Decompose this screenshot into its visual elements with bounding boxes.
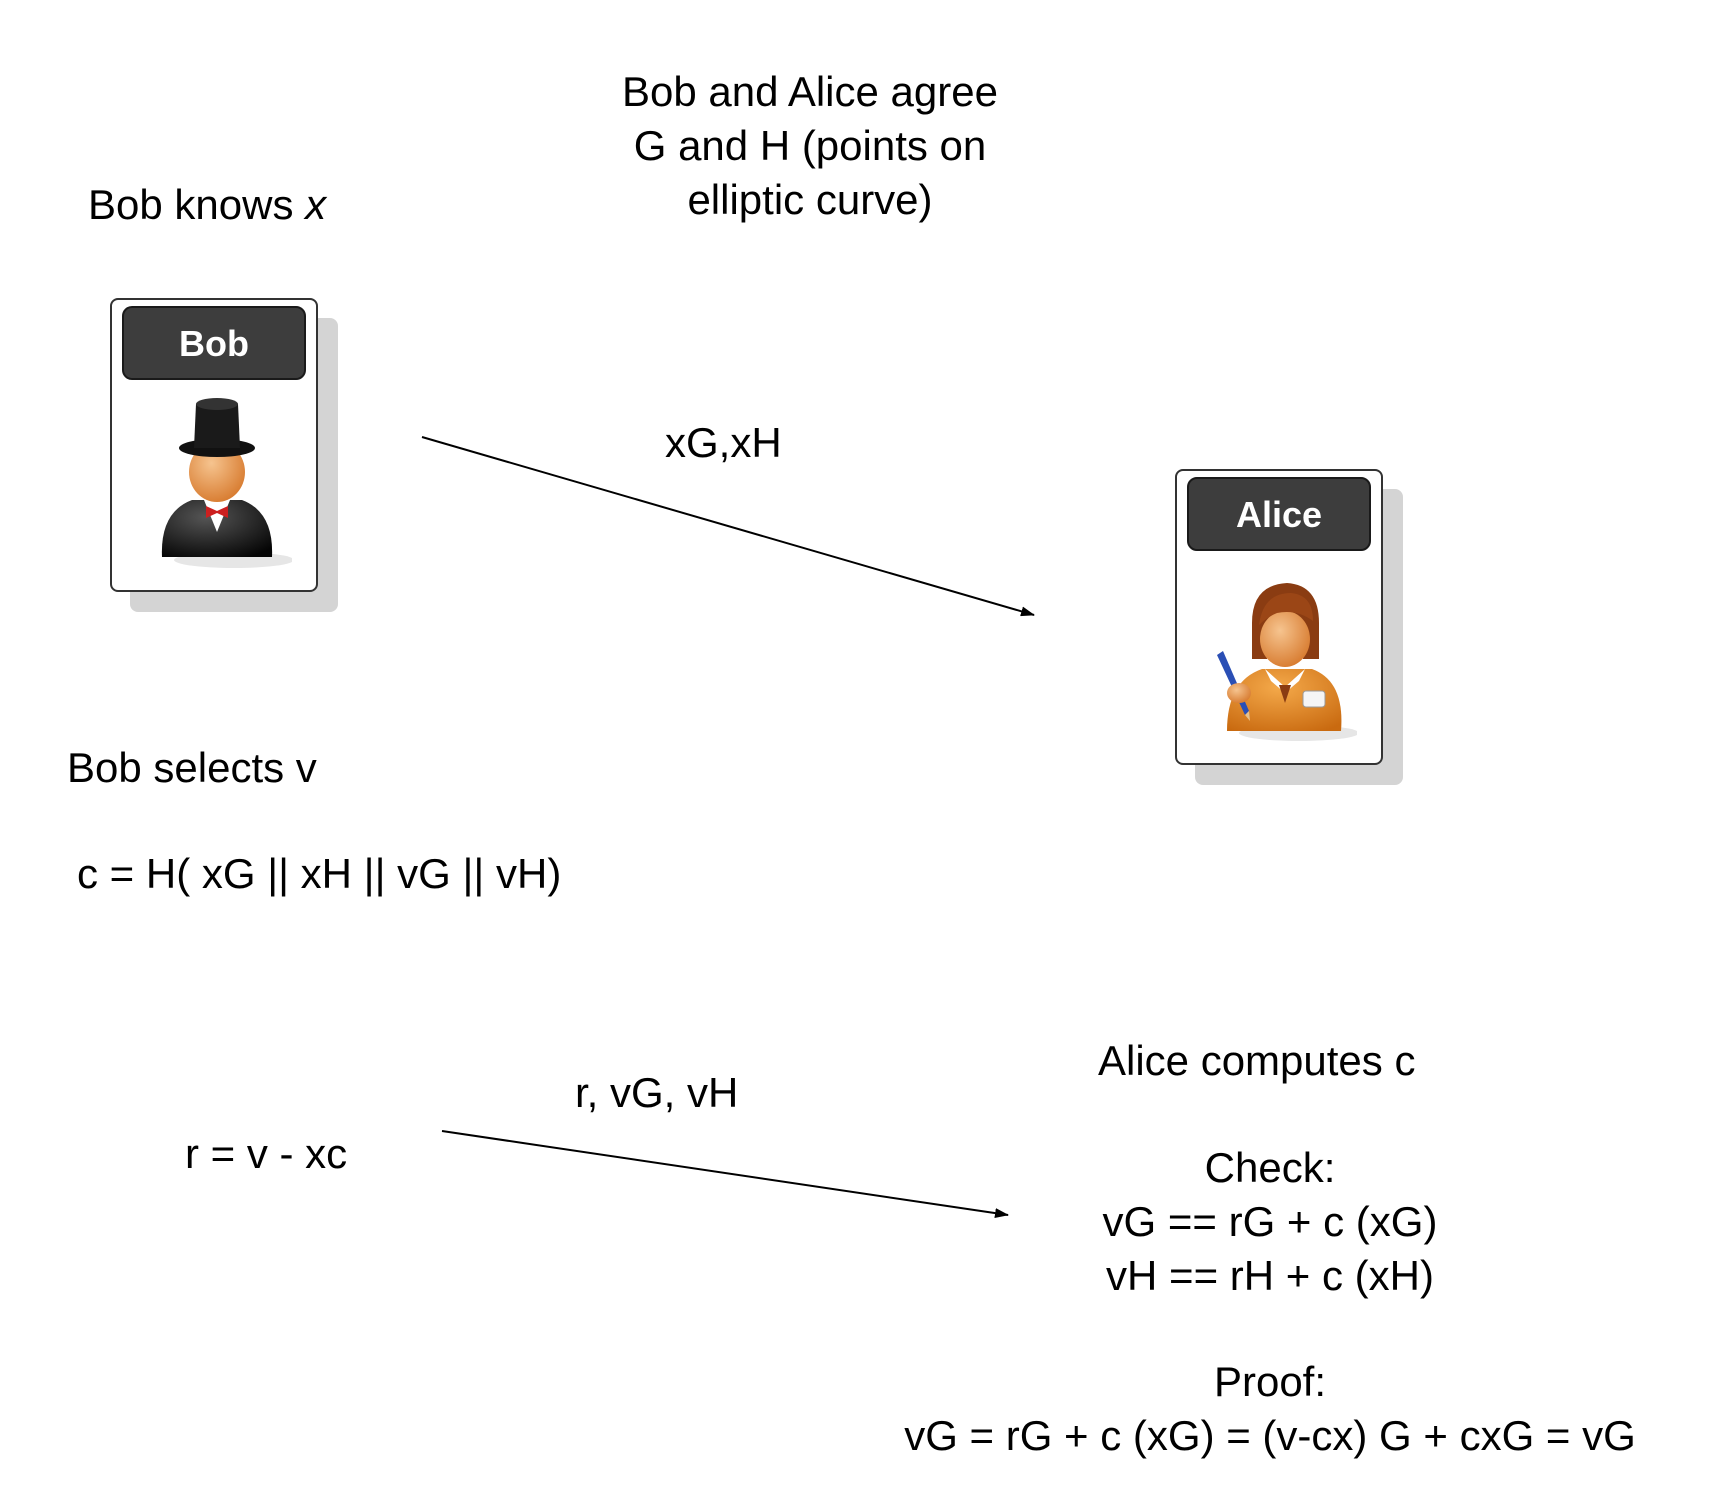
check-block: Check: vG == rG + c (xG) vH == rH + c (x… <box>1050 1141 1490 1303</box>
gentleman-top-hat-icon <box>161 398 292 568</box>
bob-selects-label: Bob selects v <box>67 744 317 791</box>
bob-card-header: Bob <box>122 306 306 380</box>
bob-knows-label: Bob knows x <box>88 178 326 232</box>
woman-with-pen-icon <box>1217 583 1357 741</box>
proof-heading: Proof: <box>1213 1358 1327 1405</box>
agreement-title-line-3: elliptic curve) <box>687 176 933 223</box>
arrow-bob-to-alice-1 <box>421 436 1035 617</box>
message-2-label: r, vG, vH <box>575 1069 739 1116</box>
arrow-bob-to-alice-2 <box>441 1130 1009 1219</box>
hash-formula: c = H( xG || xH || vG || vH) <box>77 850 562 897</box>
bob-knows-variable: x <box>305 181 327 228</box>
alice-computes-label: Alice computes c <box>1098 1037 1416 1084</box>
message-1-label: xG,xH <box>665 419 782 466</box>
proof-block: Proof: vG = rG + c (xG) = (v-cx) G + cxG… <box>870 1355 1670 1463</box>
bob-card: Bob <box>110 298 318 592</box>
check-heading: Check: <box>1204 1144 1336 1191</box>
alice-card: Alice <box>1175 469 1383 765</box>
response-formula: r = v - xc <box>185 1130 348 1177</box>
bob-knows-text: Bob knows <box>88 181 306 228</box>
check-line-1: vG == rG + c (xG) <box>1102 1198 1438 1245</box>
check-line-2: vH == rH + c (xH) <box>1106 1252 1434 1299</box>
agreement-title-line-1: Bob and Alice agree <box>622 68 998 115</box>
alice-card-header: Alice <box>1187 477 1371 551</box>
agreement-title-line-2: G and H (points on <box>633 122 987 169</box>
agreement-title: Bob and Alice agree G and H (points on e… <box>560 65 1060 227</box>
proof-line: vG = rG + c (xG) = (v-cx) G + cxG = vG <box>904 1412 1636 1459</box>
